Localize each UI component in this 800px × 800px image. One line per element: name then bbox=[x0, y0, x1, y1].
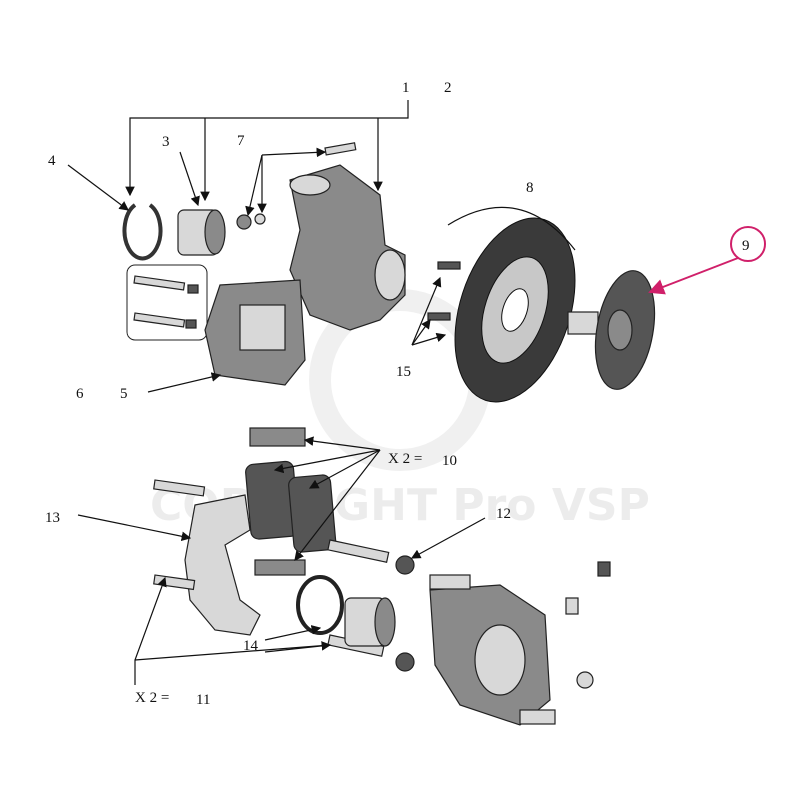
callout-9: 9 bbox=[742, 238, 750, 254]
callout-13: 13 bbox=[45, 510, 60, 526]
callout-15: 15 bbox=[396, 364, 411, 380]
circlip-part bbox=[122, 203, 163, 261]
pad-clips-part bbox=[249, 427, 306, 576]
callout-7: 7 bbox=[237, 133, 245, 149]
bleed-screw-part bbox=[565, 561, 611, 689]
callout-3: 3 bbox=[162, 134, 170, 150]
callout-6: 6 bbox=[76, 386, 84, 402]
callout-11: 11 bbox=[196, 692, 210, 708]
caliper-upper-part bbox=[204, 279, 306, 386]
callout-10-prefix: X 2 = bbox=[388, 451, 422, 467]
callout-14: 14 bbox=[243, 638, 259, 654]
bolt-set-part bbox=[126, 264, 208, 341]
brake-disc-part bbox=[454, 217, 576, 403]
callout-2: 2 bbox=[444, 80, 452, 96]
nuts-part bbox=[236, 142, 357, 230]
bearing-part bbox=[177, 209, 226, 256]
brake-pads-part bbox=[245, 460, 337, 553]
knuckle-part bbox=[289, 164, 406, 331]
callout-11-prefix: X 2 = bbox=[135, 690, 169, 706]
callout-4: 4 bbox=[48, 153, 56, 169]
leader-lines bbox=[67, 100, 739, 685]
callout-1: 1 bbox=[402, 80, 410, 96]
callout-8: 8 bbox=[526, 180, 534, 196]
caliper-body-part bbox=[429, 574, 556, 726]
callout-5: 5 bbox=[120, 386, 128, 402]
highlight-circle-9 bbox=[730, 226, 766, 262]
hub-part bbox=[567, 270, 656, 390]
disc-bolts-part bbox=[427, 261, 461, 321]
piston-seal-part bbox=[296, 575, 396, 647]
callout-10: 10 bbox=[442, 453, 457, 469]
callout-12: 12 bbox=[496, 506, 511, 522]
